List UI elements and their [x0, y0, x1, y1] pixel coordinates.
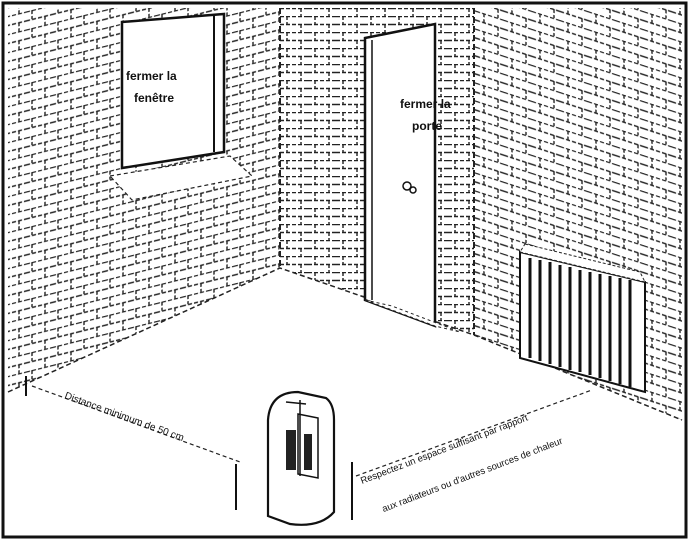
door-label-line-2: porte	[412, 119, 442, 133]
floor	[8, 268, 682, 532]
dehumidifier-icon	[266, 390, 336, 526]
door-knob-icon	[402, 181, 417, 194]
door	[363, 22, 461, 333]
radiator-icon	[519, 243, 646, 394]
distance-line	[31, 385, 241, 463]
door-label: fermer la porte	[400, 97, 454, 133]
window-label-line-2: fenêtre	[134, 91, 174, 105]
window-label-line-1: fermer la	[126, 69, 177, 83]
window	[108, 12, 254, 201]
window-label: fermer la fenêtre	[126, 69, 180, 105]
door-label-line-1: fermer la	[400, 97, 451, 111]
